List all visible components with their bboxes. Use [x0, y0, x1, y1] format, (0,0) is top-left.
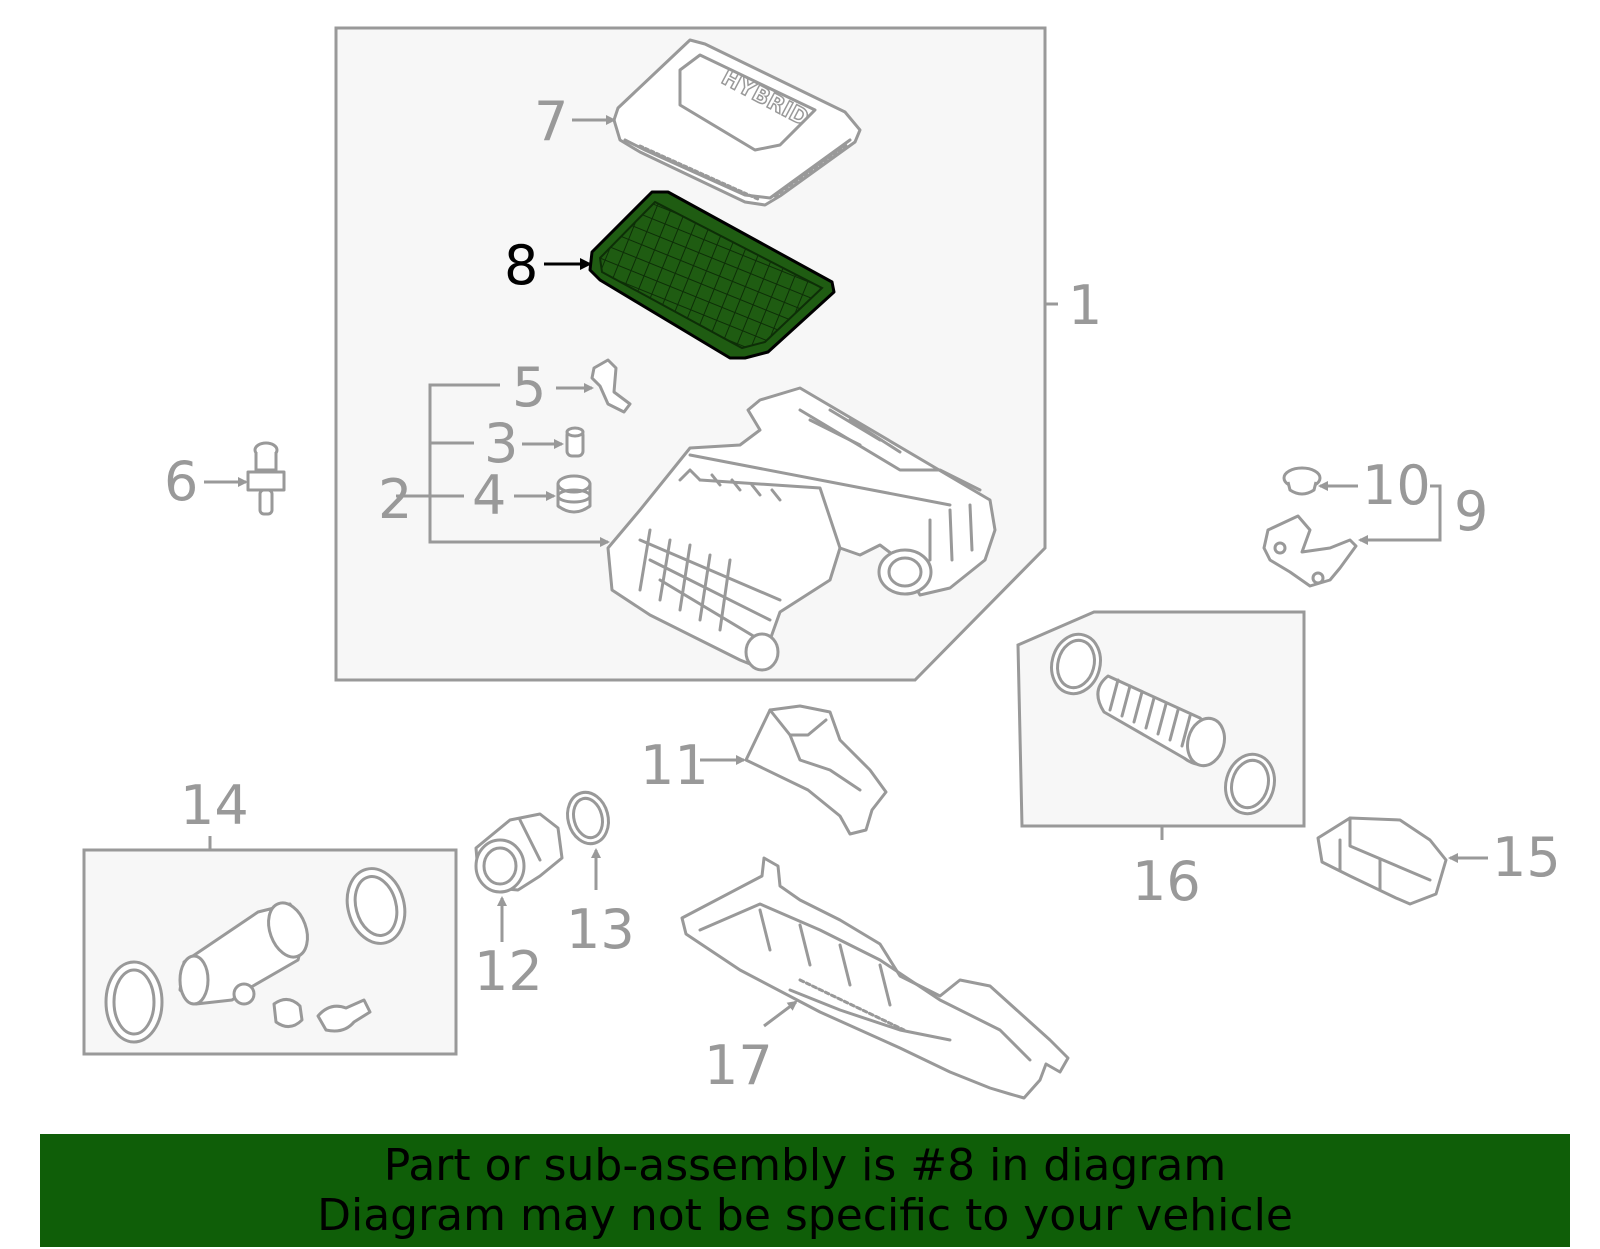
callout-6[interactable]: 6 [164, 450, 198, 513]
part-11-air-duct[interactable] [744, 704, 888, 836]
part-13-o-ring[interactable] [562, 788, 614, 849]
part-14-intake-tube-kit[interactable] [104, 862, 413, 1044]
callout-15[interactable]: 15 [1492, 826, 1561, 889]
part-8-air-filter-element[interactable] [588, 190, 836, 360]
part-15-resonator[interactable] [1316, 816, 1448, 906]
callout-8[interactable]: 8 [504, 234, 538, 297]
part-10-grommet[interactable] [1282, 466, 1322, 496]
callout-16[interactable]: 16 [1132, 850, 1201, 913]
part-2-lower-housing[interactable] [606, 386, 997, 672]
callout-7[interactable]: 7 [534, 90, 568, 153]
part-9-bracket[interactable] [1262, 514, 1358, 588]
callout-3[interactable]: 3 [484, 412, 518, 475]
banner-line-disclaimer: Diagram may not be specific to your vehi… [317, 1189, 1293, 1241]
callout-9[interactable]: 9 [1454, 480, 1488, 543]
callout-11[interactable]: 11 [640, 734, 709, 797]
banner-line-part-number: Part or sub-assembly is #8 in diagram [383, 1139, 1227, 1191]
part-16-intake-hose-kit[interactable] [1045, 629, 1281, 819]
callout-14[interactable]: 14 [180, 774, 249, 837]
callout-17[interactable]: 17 [704, 1034, 773, 1097]
callout-13[interactable]: 13 [566, 898, 635, 961]
part-3-grommet[interactable] [565, 426, 585, 458]
part-5-clip[interactable] [590, 358, 632, 414]
callout-5[interactable]: 5 [512, 356, 546, 419]
callout-10[interactable]: 10 [1362, 454, 1431, 517]
callout-1[interactable]: 1 [1068, 274, 1102, 337]
part-17-cowl-duct[interactable] [680, 856, 1070, 1100]
part-7-air-cleaner-cover[interactable]: HYBRID [612, 38, 862, 207]
callout-2[interactable]: 2 [378, 468, 412, 531]
part-12-air-flow-sensor[interactable] [474, 812, 564, 894]
info-banner: Part or sub-assembly is #8 in diagram Di… [40, 1134, 1570, 1247]
callout-4[interactable]: 4 [472, 464, 506, 527]
callout-12[interactable]: 12 [474, 940, 543, 1003]
part-4-insulator[interactable] [556, 474, 592, 514]
part-6-bolt[interactable] [246, 441, 286, 516]
